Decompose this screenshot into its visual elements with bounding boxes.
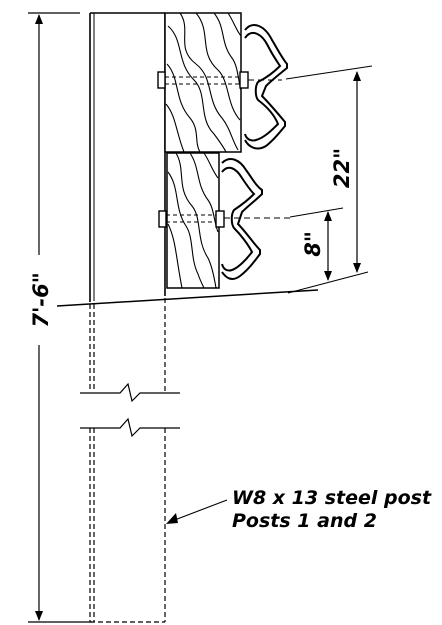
- upper-break-line: [80, 382, 180, 403]
- post-note: W8 x 13 steel post Posts 1 and 2: [166, 487, 432, 532]
- overall-height-label: 7'-6": [29, 272, 53, 327]
- note-leader-arrowhead: [166, 513, 178, 524]
- upper-rail-inner-profile: [244, 31, 282, 142]
- post-note-line-1: W8 x 13 steel post: [232, 487, 432, 509]
- lower-timber-blockout: [166, 152, 220, 289]
- ground-extension-line: [287, 271, 369, 294]
- lower-wood-grain: [167, 152, 219, 289]
- lower-rail-extension-line: [289, 207, 344, 218]
- lower-bolt-nut: [215, 210, 225, 228]
- lower-bolt: [158, 210, 290, 228]
- lower-rail-inner-profile: [221, 166, 256, 272]
- upper-bolt-nut: [239, 71, 249, 89]
- lower-w-beam-rail: [221, 158, 263, 280]
- steel-post-above-ground: [89, 12, 166, 302]
- upper-bolt: [157, 71, 282, 89]
- upper-rail-height-label: 22": [330, 148, 354, 188]
- upper-bolt-head: [157, 71, 166, 89]
- steel-post-below-ground: [89, 298, 166, 623]
- lower-break-line: [80, 417, 180, 438]
- ground-line-group: [56, 271, 369, 307]
- post-note-line-2: Posts 1 and 2: [232, 510, 377, 532]
- break-lines: [80, 382, 180, 438]
- upper-timber-blockout: [164, 12, 242, 153]
- upper-w-beam-rail: [244, 24, 288, 150]
- note-leader-line: [171, 499, 228, 522]
- overall-height-dimension: 7'-6": [26, 12, 92, 623]
- upper-rail-profile: [244, 24, 288, 150]
- overall-height-label-background: [26, 255, 52, 345]
- lower-bolt-head: [158, 210, 167, 228]
- rail-height-dimensions: 22" 8": [285, 65, 373, 281]
- lower-rail-height-label: 8": [301, 231, 325, 257]
- upper-rail-extension-line: [285, 65, 373, 80]
- ground-line: [56, 289, 319, 307]
